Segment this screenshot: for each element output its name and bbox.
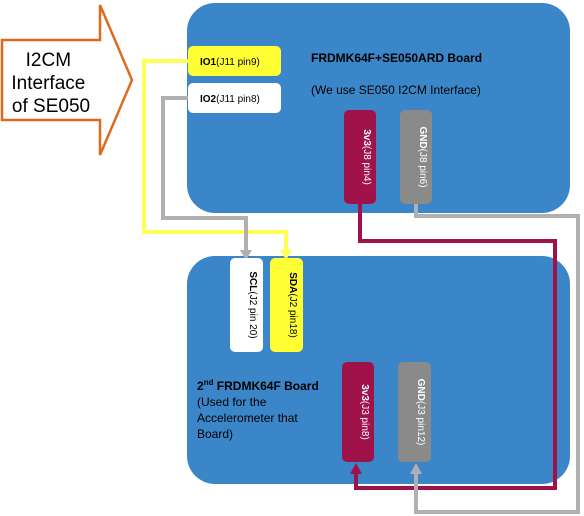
- pin-io1-name: IO1: [200, 57, 217, 68]
- pin-sda-pin: (J2 pin18): [287, 293, 298, 337]
- wire-gnd-arrowhead: [410, 463, 422, 474]
- pin-b2-3v3: 3v3(J3 pin8): [342, 362, 374, 462]
- wires: [142, 59, 580, 514]
- pin-b1-gnd: GND(J8 pin6): [400, 110, 432, 204]
- pin-b2-gnd: GND(J3 pin12): [398, 362, 431, 462]
- board-1: [187, 3, 570, 213]
- svg-text:GND(J3 pin12): GND(J3 pin12): [415, 379, 426, 446]
- pin-b1-3v3-pin: (J8 pin4): [361, 146, 372, 185]
- pin-sda: SDA(J2 pin18): [270, 258, 303, 352]
- pin-b2-gnd-name: GND: [415, 379, 426, 401]
- svg-text:3v3(J3 pin8): 3v3(J3 pin8): [359, 384, 370, 440]
- pin-b1-gnd-name: GND: [417, 126, 428, 148]
- wire-io1-sda-arrowhead: [280, 250, 292, 260]
- board-2-note-line-1: (Used for the: [197, 395, 267, 409]
- board-1-title: FRDMK64F+SE050ARD Board: [311, 51, 482, 65]
- board-1-note: (We use SE050 I2CM Interface): [311, 83, 481, 97]
- arrow-line-3: of SE050: [12, 96, 90, 117]
- wire-io2-scl: [161, 96, 248, 252]
- pin-sda-name: SDA: [287, 272, 298, 293]
- svg-text:GND(J8 pin6): GND(J8 pin6): [417, 126, 428, 187]
- wire-gnd: [414, 204, 580, 514]
- pin-io1-pin: (J11 pin9): [216, 57, 260, 68]
- arrow-line-2: Interface: [11, 73, 85, 94]
- wire-io2-scl-arrowhead: [240, 250, 252, 260]
- pin-b2-3v3-pin: (J3 pin8): [359, 401, 370, 440]
- pin-scl-pin: (J2 pin 20): [247, 291, 258, 338]
- pin-io2-name: IO2: [200, 94, 217, 105]
- board-2-title: 2nd FRDMK64F Board: [197, 378, 319, 393]
- board-2-note-line-2: Accelerometer that: [197, 411, 298, 425]
- svg-text:SCL(J2 pin 20): SCL(J2 pin 20): [247, 271, 258, 338]
- pin-b1-gnd-pin: (J8 pin6): [417, 149, 428, 188]
- wire-3v3-arrowhead: [350, 463, 362, 474]
- board-2-note: (Used for the Accelerometer that Board): [197, 395, 301, 441]
- svg-text:IO1(J11 pin9): IO1(J11 pin9): [200, 57, 260, 68]
- pin-scl-name: SCL: [247, 271, 258, 291]
- svg-text:IO2(J11 pin8): IO2(J11 pin8): [200, 94, 260, 105]
- pin-b2-gnd-pin: (J3 pin12): [415, 401, 426, 445]
- board-2-title-rest: FRDMK64F Board: [213, 379, 318, 393]
- pin-io1: IO1(J11 pin9): [188, 46, 281, 76]
- pin-io2: IO2(J11 pin8): [188, 83, 281, 113]
- wire-io1-sda: [142, 59, 288, 252]
- board-2-note-line-3: Board): [197, 427, 233, 441]
- pin-b2-3v3-name: 3v3: [359, 384, 370, 401]
- svg-text:I2CM Interface of: I2CM Interface of SE050: [11, 50, 90, 117]
- svg-text:3v3(J8 pin4): 3v3(J8 pin4): [361, 129, 372, 185]
- pin-io2-pin: (J11 pin8): [216, 94, 260, 105]
- board-2-title-num: 2: [197, 379, 204, 393]
- wire-3v3: [354, 204, 557, 490]
- board-2-title-sup: nd: [204, 378, 214, 387]
- arrow-line-1: I2CM: [26, 50, 71, 71]
- svg-text:SDA(J2 pin18): SDA(J2 pin18): [287, 272, 298, 338]
- pin-b1-3v3-name: 3v3: [361, 129, 372, 146]
- interface-arrow: I2CM Interface of SE050: [0, 4, 134, 156]
- arrow-shape: [0, 4, 134, 156]
- pin-b1-3v3: 3v3(J8 pin4): [344, 110, 376, 204]
- pin-scl: SCL(J2 pin 20): [230, 258, 263, 352]
